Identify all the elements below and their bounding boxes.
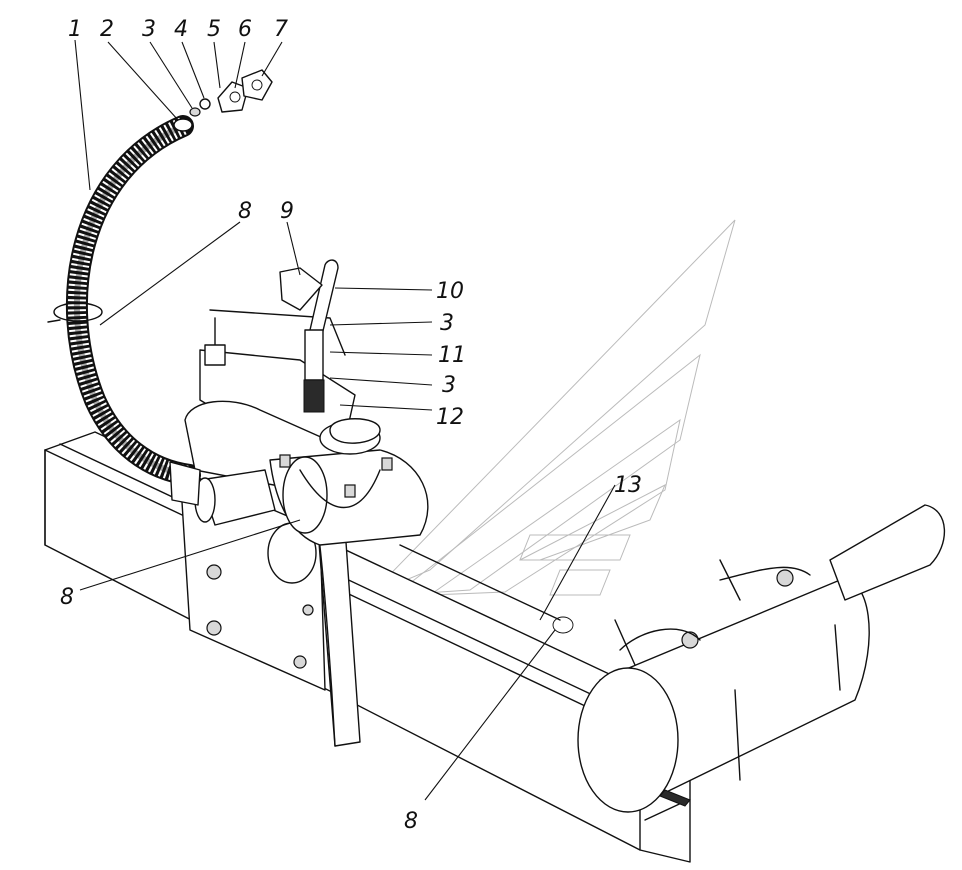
- muffler: [577, 504, 946, 813]
- callout-3-upper-right: 3: [440, 311, 454, 336]
- callout-8-exhaust: 8: [404, 809, 418, 834]
- callout-1: 1: [68, 17, 82, 42]
- heater-unit: [169, 309, 429, 546]
- hose-clamp: [53, 302, 103, 322]
- callout-4: 4: [174, 17, 188, 42]
- callout-6: 6: [238, 17, 252, 42]
- corrugated-hose: [65, 115, 201, 486]
- air-intake-pipe: [279, 259, 381, 444]
- callout-3-top: 3: [142, 17, 156, 42]
- callout-7: 7: [274, 17, 288, 42]
- exhaust-clamp: [552, 616, 574, 634]
- callout-9: 9: [280, 199, 294, 224]
- exhaust-tube: [399, 544, 561, 621]
- callout-3-lower-right: 3: [442, 373, 456, 398]
- fittings-group: [173, 69, 273, 132]
- callout-8-bracket: 8: [60, 585, 74, 610]
- callout-11: 11: [438, 343, 466, 368]
- callout-2: 2: [100, 17, 114, 42]
- watermark-logo: [369, 219, 736, 596]
- leader-lines: [74, 39, 616, 801]
- callout-12: 12: [436, 405, 464, 430]
- callout-5: 5: [207, 17, 221, 42]
- callout-13: 13: [614, 473, 642, 498]
- callout-10: 10: [436, 279, 464, 304]
- callout-8-hose: 8: [238, 199, 252, 224]
